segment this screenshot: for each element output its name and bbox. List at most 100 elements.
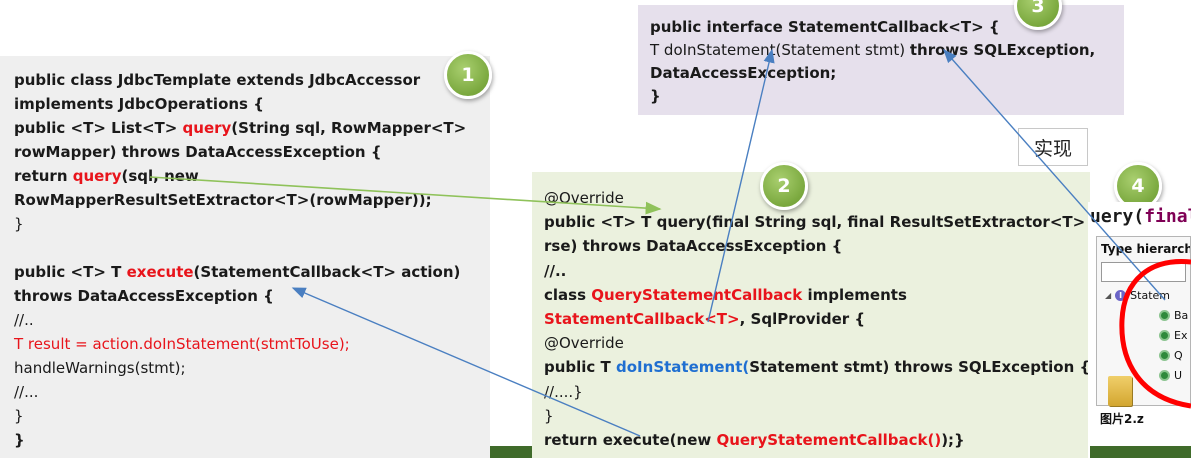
code-keyword: final (1144, 206, 1191, 227)
interface-icon: I (1115, 290, 1127, 301)
code-token: public <T> T (14, 263, 127, 281)
code-line: public interface StatementCallback<T> { (650, 16, 1124, 39)
code-token: rowMapper) throws DataAccessException { (14, 143, 382, 161)
type-hierarchy-root-label: Statem (1130, 289, 1170, 302)
code-token: @Override (544, 334, 624, 353)
code-line: implements JdbcOperations { (14, 92, 490, 116)
code-token: Statement stmt) throws SQLException { (749, 358, 1091, 377)
code-token: throws SQLException, (909, 41, 1096, 59)
code-line: T doInStatement(Statement stmt) throws S… (650, 39, 1124, 62)
step-badge-2: 2 (760, 162, 808, 210)
code-token: StatementCallback<T> (544, 310, 740, 329)
code-line: } (14, 212, 490, 236)
type-hierarchy-item[interactable]: Ex (1159, 329, 1187, 342)
code-line: RowMapperResultSetExtractor<T>(rowMapper… (14, 188, 490, 212)
type-hierarchy-panel: Type hierarchy ◢ I Statem Ba Ex Q U (1096, 236, 1191, 406)
code-token: implements JdbcOperations { (14, 95, 264, 113)
code-line: T result = action.doInStatement(stmtToUs… (14, 332, 490, 356)
code-token: } (14, 431, 25, 449)
code-line: public T doInStatement(Statement stmt) t… (544, 355, 1090, 379)
code-line: rse) throws DataAccessException { (544, 234, 1090, 258)
background-strip (490, 446, 532, 458)
code-token: (sql, new (121, 167, 199, 185)
code-token: //.. (544, 261, 567, 280)
code-token: query (182, 119, 232, 137)
code-token: } (14, 215, 24, 233)
code-token: , SqlProvider { (739, 310, 866, 329)
code-line: //.. (14, 308, 490, 332)
code-line: public <T> List<T> query(String sql, Row… (14, 116, 490, 140)
code-line: public <T> T query(final String sql, fin… (544, 210, 1090, 234)
code-token: handleWarnings(stmt); (14, 359, 186, 377)
code-token: query (72, 167, 122, 185)
code-token: (String sql, RowMapper<T> (231, 119, 467, 137)
code-token: DataAccessException; (650, 64, 837, 82)
code-line: //.. (544, 259, 1090, 283)
code-token: return execute(new (544, 431, 717, 450)
arrow-callback-to-interface (707, 48, 775, 323)
code-token: );} (941, 431, 965, 450)
code-token: return (14, 167, 73, 185)
code-token: rse) throws DataAccessException { (544, 237, 843, 256)
step-badge-1: 1 (444, 51, 492, 99)
type-hierarchy-item[interactable]: Ba (1159, 309, 1188, 322)
code-token: public T (544, 358, 617, 377)
code-line: @Override (544, 331, 1090, 355)
background-strip (1090, 446, 1191, 458)
arrow-execute-call (291, 287, 641, 437)
code-token: public interface StatementCallback<T> { (650, 18, 1000, 36)
implements-label: 实现 (1018, 128, 1088, 166)
code-token: class (544, 285, 592, 304)
query-override-code-box: @Override public <T> T query(final String… (532, 172, 1090, 458)
red-ellipse-annotation (1119, 259, 1191, 409)
type-hierarchy-item-label: Ba (1174, 309, 1189, 322)
class-icon (1159, 370, 1170, 381)
code-token: } (544, 406, 554, 425)
code-line: StatementCallback<T>, SqlProvider { (544, 307, 1090, 331)
arrow-query-to-override (149, 176, 662, 215)
eclipse-code-fragment: uery(final (1090, 206, 1191, 227)
code-token: RowMapperResultSetExtractor<T>(rowMapper… (14, 191, 432, 209)
code-line: return query(sql, new (14, 164, 490, 188)
code-token: (StatementCallback<T> action) (193, 263, 461, 281)
type-hierarchy-item-label: U (1174, 369, 1183, 382)
code-line: rowMapper) throws DataAccessException { (14, 140, 490, 164)
code-line: return execute(new QueryStatementCallbac… (544, 428, 1090, 452)
code-token: implements (802, 285, 907, 304)
code-line: //... (14, 380, 490, 404)
code-token: //... (14, 383, 39, 401)
type-hierarchy-item[interactable]: Q (1159, 349, 1183, 362)
code-line: } (650, 85, 1124, 108)
code-token: T doInStatement(Statement stmt) (650, 41, 910, 59)
type-hierarchy-item-label: Ex (1174, 329, 1188, 342)
type-hierarchy-root[interactable]: ◢ I Statem (1105, 289, 1170, 302)
code-line: } (544, 404, 1090, 428)
code-token: execute (126, 263, 194, 281)
code-token: //.. (14, 311, 34, 329)
code-token: public class JdbcTemplate extends JdbcAc… (14, 71, 421, 89)
jdbc-template-code-box: public class JdbcTemplate extends JdbcAc… (0, 56, 490, 458)
code-token: } (14, 407, 24, 425)
code-line: } (14, 404, 490, 428)
type-hierarchy-item-label: Q (1174, 349, 1183, 362)
code-token: public <T> T query(final String sql, fin… (544, 213, 1086, 232)
code-line: class QueryStatementCallback implements (544, 283, 1090, 307)
folder-label: 图片2.z (1100, 412, 1144, 426)
code-prefix: uery( (1090, 206, 1145, 227)
code-token: //....} (544, 382, 583, 401)
code-line: DataAccessException; (650, 62, 1124, 85)
code-token: QueryStatementCallback (591, 285, 803, 304)
class-icon (1159, 330, 1170, 341)
code-token: QueryStatementCallback() (716, 431, 942, 450)
type-hierarchy-item[interactable]: U (1159, 369, 1182, 382)
code-line: handleWarnings(stmt); (14, 356, 490, 380)
code-line: } (14, 428, 490, 452)
code-token: T result = action.doInStatement(stmtToUs… (14, 335, 350, 353)
folder-icon[interactable] (1108, 376, 1132, 406)
expand-triangle-icon: ◢ (1105, 291, 1112, 300)
code-token: public <T> List<T> (14, 119, 183, 137)
code-token: } (650, 87, 661, 105)
code-line: //....} (544, 380, 1090, 404)
class-icon (1159, 350, 1170, 361)
